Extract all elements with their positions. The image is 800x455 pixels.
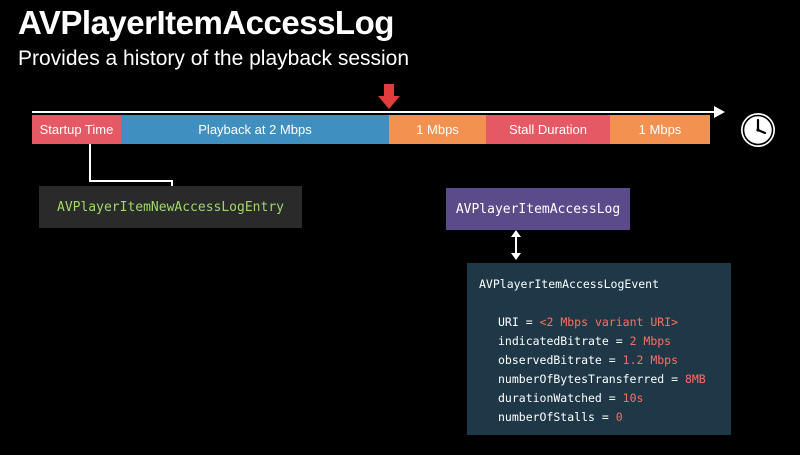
property-key: URI	[498, 315, 519, 329]
new-access-log-entry-box: AVPlayerItemNewAccessLogEntry	[39, 186, 302, 228]
clock-icon	[741, 113, 775, 147]
property-key: numberOfBytesTransferred	[498, 372, 665, 386]
access-log-box: AVPlayerItemAccessLog	[446, 188, 630, 230]
timeline-arrowhead	[714, 106, 725, 118]
property-duration-watched: durationWatched = 10s	[498, 391, 644, 405]
connector-line-vertical	[89, 144, 91, 182]
property-value: 0	[615, 410, 623, 424]
connector-line-drop	[171, 180, 173, 186]
timeline-segment-1mbps: 1 Mbps	[389, 115, 486, 144]
property-number-of-stalls: numberOfStalls = 0	[498, 410, 623, 424]
slide-title: AVPlayerItemAccessLog	[18, 4, 394, 41]
property-indicated-bitrate: indicatedBitrate = 2 Mbps	[498, 334, 672, 348]
property-key: observedBitrate	[498, 353, 602, 367]
down-arrow-icon	[378, 84, 400, 109]
property-uri: URI = <2 Mbps variant URI>	[498, 315, 679, 329]
double-arrow-icon	[511, 230, 521, 260]
timeline-segment-startup: Startup Time	[32, 115, 121, 144]
property-bytes-transferred: numberOfBytesTransferred = 8MB	[498, 372, 706, 386]
slide-subtitle: Provides a history of the playback sessi…	[18, 47, 410, 70]
timeline-axis	[32, 111, 718, 113]
property-observed-bitrate: observedBitrate = 1.2 Mbps	[498, 353, 679, 367]
property-key: durationWatched	[498, 391, 602, 405]
timeline-segment-playback: Playback at 2 Mbps	[121, 115, 389, 144]
event-box-title: AVPlayerItemAccessLogEvent	[479, 277, 660, 291]
timeline-segment-stall: Stall Duration	[486, 115, 610, 144]
property-value: <2 Mbps variant URI>	[539, 315, 679, 329]
property-value: 8MB	[684, 372, 706, 386]
property-key: indicatedBitrate	[498, 334, 609, 348]
event-properties: URI = <2 Mbps variant URI> indicatedBitr…	[479, 313, 731, 427]
property-value: 2 Mbps	[629, 334, 672, 348]
property-value: 10s	[622, 391, 644, 405]
connector-line-horizontal	[89, 180, 173, 182]
timeline-segment-1mbps-second: 1 Mbps	[610, 115, 710, 144]
access-log-event-box: AVPlayerItemAccessLogEvent URI = <2 Mbps…	[467, 263, 731, 435]
property-key: numberOfStalls	[498, 410, 595, 424]
property-value: 1.2 Mbps	[622, 353, 679, 367]
